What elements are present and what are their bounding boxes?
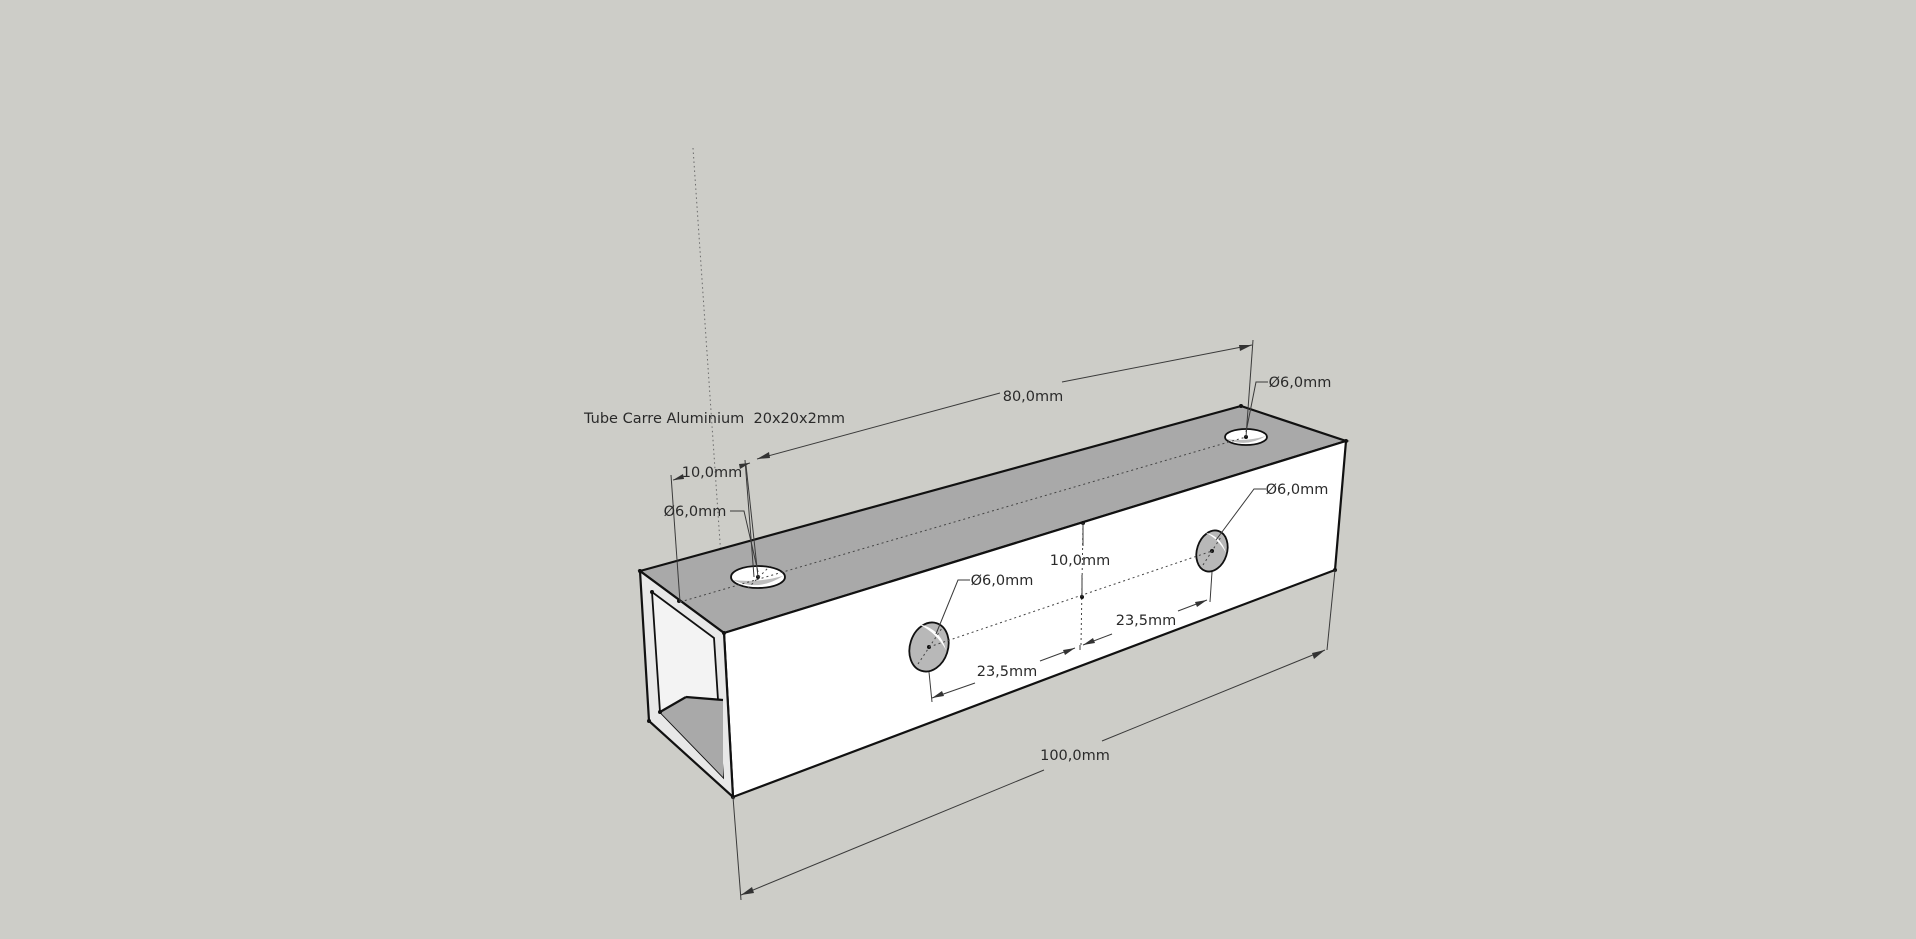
label-diameter-side-right[interactable]: Ø6,0mm <box>1266 482 1329 498</box>
leader-diameter-top-right <box>1245 381 1268 433</box>
dimension-side-spacing-right[interactable] <box>1082 571 1213 646</box>
tube-inner-edge-2 <box>685 695 724 702</box>
label-diameter-top-right[interactable]: Ø6,0mm <box>1269 375 1332 391</box>
label-diameter-side-left[interactable]: Ø6,0mm <box>971 573 1034 589</box>
dimension-hole-offset-end[interactable] <box>670 459 755 603</box>
leader-diameter-side-left <box>935 579 970 635</box>
guide-hole-top-left <box>747 565 771 589</box>
label-hole-offset-edge: 10,0mm <box>1050 553 1111 569</box>
tube-inner-bottom <box>660 697 723 777</box>
label-side-spacing-right: 23,5mm <box>1116 613 1177 629</box>
label-hole-spacing-top: 80,0mm <box>1003 389 1064 405</box>
dimension-length-total[interactable] <box>732 569 1336 901</box>
dimension-side-spacing-left[interactable] <box>928 645 1081 703</box>
guide-hole-side-right <box>1202 536 1222 566</box>
dimension-hole-offset-edge[interactable] <box>1081 523 1084 597</box>
model-title-label[interactable]: Tube Carre Aluminium 20x20x2mm <box>583 411 845 427</box>
leader-diameter-top-left <box>730 510 759 573</box>
hole-top-right[interactable] <box>1224 428 1268 446</box>
label-length-total: 100,0mm <box>1040 748 1110 764</box>
dimension-hole-spacing-top[interactable] <box>745 339 1254 578</box>
label-hole-offset-end: 10,0mm <box>682 465 743 481</box>
guide-hole-side-left <box>917 627 943 665</box>
guide-top-centerline <box>679 436 1247 603</box>
leader-diameter-side-right <box>1215 488 1266 541</box>
tube-inner-edge <box>659 696 687 713</box>
label-side-spacing-left: 23,5mm <box>977 664 1038 680</box>
label-diameter-top-left[interactable]: Ø6,0mm <box>664 504 727 520</box>
